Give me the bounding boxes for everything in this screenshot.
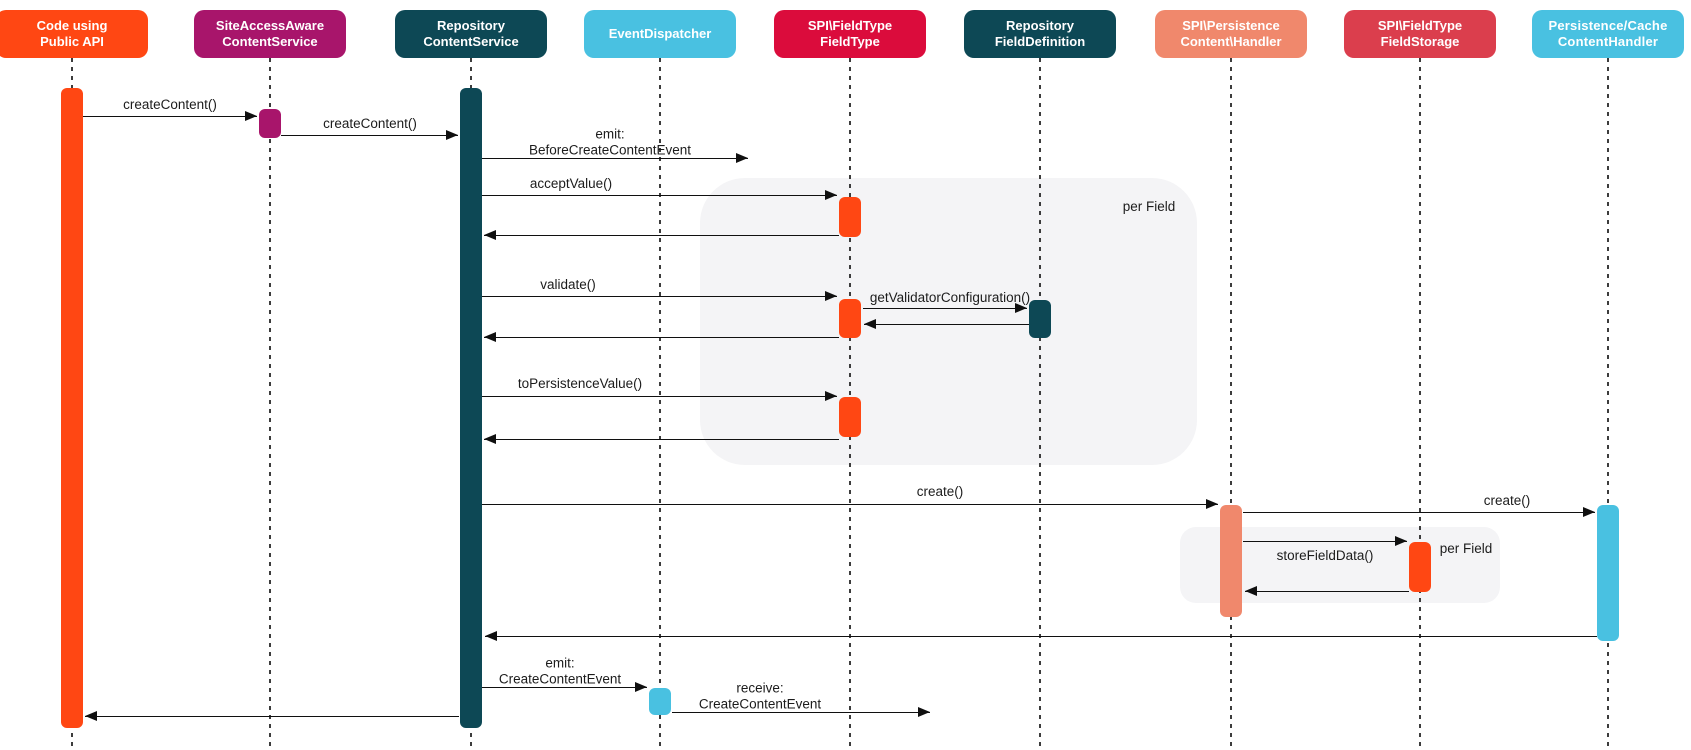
activation-bar bbox=[1597, 505, 1619, 641]
message-label: toPersistenceValue() bbox=[517, 376, 643, 392]
message-create bbox=[482, 504, 1218, 505]
message-createcontent bbox=[83, 116, 257, 117]
message-receive-createcontentevent bbox=[672, 712, 930, 713]
participant-code-using-public-api: Code using Public API bbox=[0, 10, 148, 58]
activation-bar bbox=[61, 88, 83, 728]
participant-siteaccessaware-contentservice: SiteAccessAware ContentService bbox=[194, 10, 346, 58]
message-label: validate() bbox=[540, 277, 596, 293]
return-message bbox=[1245, 591, 1409, 592]
message-label: emit: CreateContentEvent bbox=[498, 655, 622, 686]
arrowhead-icon bbox=[485, 631, 497, 641]
arrowhead-icon bbox=[1206, 499, 1218, 509]
arrowhead-icon bbox=[446, 130, 458, 140]
return-message bbox=[85, 716, 459, 717]
return-message bbox=[484, 235, 839, 236]
activation-bar bbox=[839, 299, 861, 338]
arrowhead-icon bbox=[484, 434, 496, 444]
lifeline-persistence-cache-contenthandler bbox=[1607, 58, 1609, 748]
activation-bar bbox=[1409, 542, 1431, 592]
arrowhead-icon bbox=[918, 707, 930, 717]
activation-bar bbox=[460, 88, 482, 728]
message-storefielddata bbox=[1243, 541, 1407, 542]
participant-spi-persistence-content-handler: SPI\Persistence Content\Handler bbox=[1155, 10, 1307, 58]
message-validate bbox=[482, 296, 837, 297]
activation-bar bbox=[649, 688, 671, 715]
loop-label: per Field bbox=[1439, 541, 1493, 557]
participant-repository-fielddefinition: Repository FieldDefinition bbox=[964, 10, 1116, 58]
message-label: create() bbox=[1483, 493, 1531, 509]
message-topersistencevalue bbox=[482, 396, 837, 397]
message-label: receive: CreateContentEvent bbox=[698, 680, 822, 711]
return-message bbox=[864, 324, 1029, 325]
activation-bar bbox=[259, 109, 281, 138]
arrowhead-icon bbox=[484, 332, 496, 342]
activation-bar bbox=[1220, 505, 1242, 617]
arrowhead-icon bbox=[85, 711, 97, 721]
lifeline-siteaccessaware-contentservice bbox=[269, 58, 271, 748]
message-label: emit: BeforeCreateContentEvent bbox=[528, 126, 692, 157]
lifeline-spi-persistence-content-handler bbox=[1230, 58, 1232, 748]
return-message bbox=[484, 337, 839, 338]
message-label: createContent() bbox=[123, 97, 217, 113]
arrowhead-icon bbox=[1583, 507, 1595, 517]
message-getvalidatorconfiguration bbox=[863, 308, 1027, 309]
participant-repository-contentservice: Repository ContentService bbox=[395, 10, 547, 58]
arrowhead-icon bbox=[1395, 536, 1407, 546]
message-label: storeFieldData() bbox=[1276, 548, 1374, 564]
arrowhead-icon bbox=[1245, 586, 1257, 596]
participant-spi-fieldtype-fieldstorage: SPI\FieldType FieldStorage bbox=[1344, 10, 1496, 58]
activation-bar bbox=[839, 397, 861, 437]
arrowhead-icon bbox=[825, 391, 837, 401]
lifeline-eventdispatcher bbox=[659, 58, 661, 748]
return-message bbox=[484, 439, 839, 440]
lifeline-repository-fielddefinition bbox=[1039, 58, 1041, 748]
loop-label: per Field bbox=[1122, 199, 1176, 215]
message-label: createContent() bbox=[323, 116, 417, 132]
participant-persistence-cache-contenthandler: Persistence/Cache ContentHandler bbox=[1532, 10, 1684, 58]
participant-spi-fieldtype-fieldtype: SPI\FieldType FieldType bbox=[774, 10, 926, 58]
activation-bar bbox=[839, 197, 861, 237]
arrowhead-icon bbox=[825, 190, 837, 200]
arrowhead-icon bbox=[736, 153, 748, 163]
arrowhead-icon bbox=[245, 111, 257, 121]
participant-eventdispatcher: EventDispatcher bbox=[584, 10, 736, 58]
arrowhead-icon bbox=[825, 291, 837, 301]
arrowhead-icon bbox=[1015, 303, 1027, 313]
activation-bar bbox=[1029, 300, 1051, 338]
message-label: acceptValue() bbox=[529, 176, 613, 192]
message-emit-createcontentevent bbox=[482, 687, 647, 688]
message-label: getValidatorConfiguration() bbox=[869, 290, 1031, 306]
message-emit-beforecreatecontentevent bbox=[482, 158, 748, 159]
arrowhead-icon bbox=[635, 682, 647, 692]
return-message bbox=[485, 636, 1597, 637]
loop-frame bbox=[700, 178, 1197, 465]
arrowhead-icon bbox=[864, 319, 876, 329]
message-create bbox=[1243, 512, 1595, 513]
message-acceptvalue bbox=[482, 195, 837, 196]
arrowhead-icon bbox=[484, 230, 496, 240]
message-label: create() bbox=[916, 484, 964, 500]
lifeline-spi-fieldtype-fieldstorage bbox=[1419, 58, 1421, 748]
message-createcontent bbox=[281, 135, 458, 136]
